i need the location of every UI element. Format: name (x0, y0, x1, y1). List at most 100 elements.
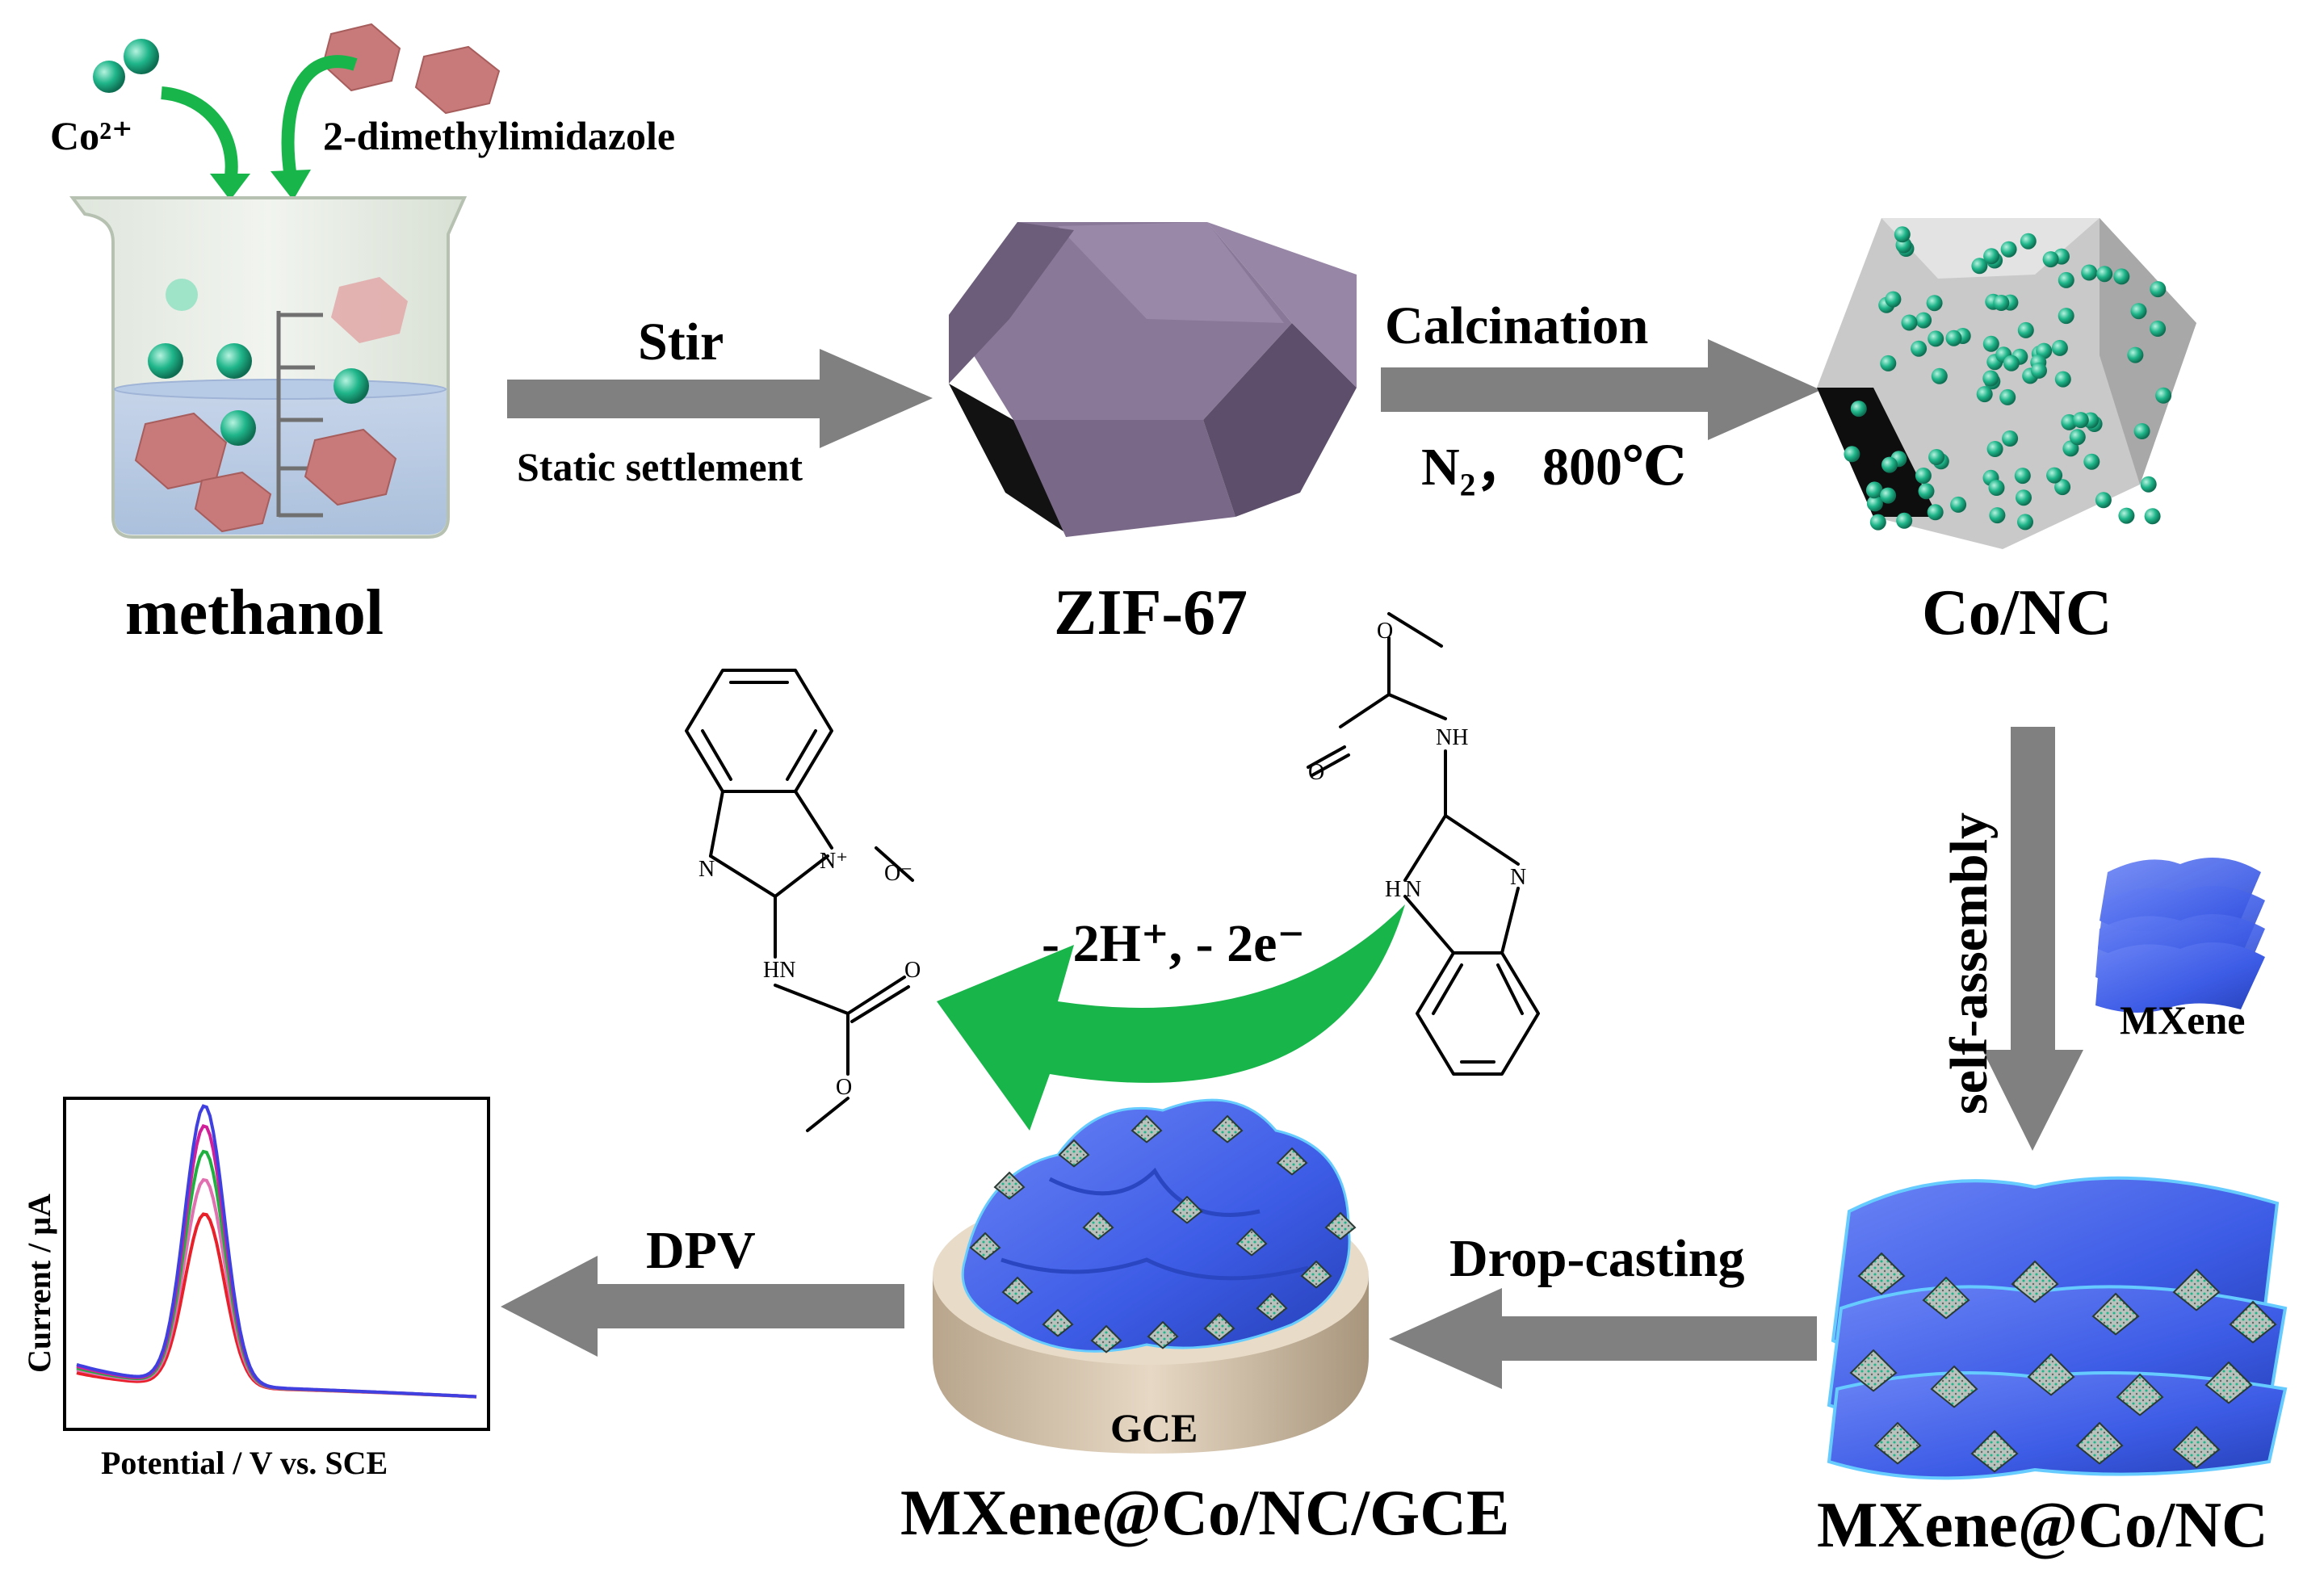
chart-frame (63, 1097, 490, 1431)
cobalt-particle (2054, 371, 2071, 388)
svg-text:H: H (1385, 877, 1401, 902)
cobalt-particle (1896, 512, 1913, 529)
cobalt-particle (2133, 423, 2150, 439)
ligand-hexagon (304, 428, 397, 506)
calcination-label: Calcination (1385, 296, 1648, 355)
cobalt-particle (2155, 387, 2172, 404)
svg-text:HN: HN (763, 958, 795, 983)
cobalt-particle (1881, 456, 1898, 473)
cobalt-particle (2113, 268, 2130, 285)
conc-particle (2204, 1361, 2253, 1404)
conc-particle (2172, 1268, 2221, 1311)
cobalt-particle (1999, 388, 2016, 405)
ligand-hexagon (194, 471, 272, 533)
beaker (69, 196, 468, 539)
conc-particle (1203, 1312, 1235, 1341)
mxene-label: MXene (2120, 997, 2246, 1043)
cobalt-particle (2003, 355, 2020, 371)
conditions-label: N₂， 800℃ (1421, 438, 1686, 497)
dpv-label: DPV (646, 1221, 756, 1280)
cobalt-particle (1945, 329, 1962, 346)
cobalt-particle (1927, 504, 1944, 521)
dpv-curve (76, 1104, 477, 1399)
cobalt-particle (1844, 446, 1860, 463)
cobalt-particle (2000, 241, 2017, 258)
ligand-label: 2-dimethylimidazole (323, 113, 675, 158)
precursor-group: Co²⁺ 2-dimethylimidazole (50, 23, 675, 200)
svg-text:NH: NH (1436, 725, 1468, 750)
stir-arrow (507, 349, 933, 448)
cobalt-particles (1844, 226, 2172, 531)
conc-particle (1001, 1276, 1034, 1305)
cobalt-particle (2051, 339, 2068, 356)
zif67-crystal (949, 222, 1357, 537)
cobalt-particle (2144, 508, 2161, 525)
zif-face-upper (1058, 222, 1284, 323)
conc-particle (1090, 1324, 1122, 1353)
cobalt-particle (2150, 321, 2167, 337)
conc-face-dark (1817, 388, 1938, 517)
cobalt-particle (1928, 330, 1944, 347)
conc-label: Co/NC (1922, 577, 2112, 648)
conc-particle (1922, 1276, 1970, 1320)
cobalt-particle (1989, 507, 2006, 524)
mxene-conc-stack (1827, 1176, 2288, 1480)
cobalt-particle (2002, 430, 2019, 447)
mxene-fold (1048, 1167, 1261, 1217)
conc-particle (1235, 1227, 1268, 1257)
svg-text:O: O (836, 1075, 852, 1100)
conc-particle (993, 1171, 1026, 1200)
cobalt-particle (1901, 314, 1918, 331)
benzene-ring (1416, 951, 1540, 1076)
chart-ylabel: Current / μA (21, 1194, 57, 1373)
svg-text:O: O (1377, 619, 1393, 644)
cobalt-particle (1983, 248, 2000, 265)
zif-face-top-right (1207, 222, 1357, 388)
svg-text:N: N (1510, 865, 1526, 890)
cobalt-particle (1866, 495, 1883, 512)
cobalt-particle (2072, 412, 2089, 429)
cobalt-ion-sphere (148, 343, 183, 379)
calcination-arrow (1381, 339, 1821, 440)
conc-particle (2075, 1421, 2124, 1465)
conc-particle (2116, 1373, 2164, 1416)
cobalt-particle (1915, 312, 1932, 329)
cobalt-ion-sphere (124, 39, 159, 74)
cobalt-ion-sphere (333, 368, 369, 404)
cobalt-particle (1926, 295, 1943, 312)
cobalt-particle (2095, 492, 2112, 509)
cobalt-particle (1976, 386, 1993, 403)
conc-particle (1147, 1320, 1179, 1349)
svg-text:N: N (698, 857, 715, 882)
mxene-coating (961, 1098, 1351, 1353)
cobalt-particle (2042, 251, 2059, 268)
cobalt-ion-sphere (166, 279, 198, 311)
cobalt-ion-sphere (93, 61, 125, 93)
reaction-label: - 2H⁺, - 2e⁻ (1042, 914, 1305, 973)
green-curved-arrow (281, 55, 358, 179)
conc-particle (2027, 1353, 2075, 1396)
cobalt-particle (1911, 340, 1928, 357)
conc-particles-in-stack (1849, 1252, 2277, 1473)
cobalt-particle (1850, 401, 1867, 418)
cobalt-particle (1986, 441, 2003, 457)
cobalt-particle (1894, 226, 1911, 243)
methanol-label: methanol (125, 577, 384, 648)
conc-particle (2172, 1425, 2221, 1469)
cobalt-particle (2058, 271, 2074, 288)
mxene-sheets-small (2095, 858, 2265, 1013)
cobalt-particle (2014, 468, 2031, 485)
conc-particle (1256, 1292, 1288, 1321)
cobalt-particle (1982, 335, 1999, 352)
cobalt-particle (2031, 362, 2047, 379)
chart-curves (76, 1104, 477, 1399)
electrode-label: MXene@Co/NC/GCE (900, 1478, 1509, 1549)
cobalt-particle (1993, 295, 2010, 311)
reactant-structure: O O NH N H N (1307, 612, 1540, 1076)
green-curved-arrow (161, 86, 238, 183)
cobalt-particle (1869, 514, 1886, 531)
conc-face-right (2100, 218, 2196, 485)
static-settlement-label: Static settlement (517, 444, 803, 489)
conc-particle (1276, 1147, 1308, 1176)
